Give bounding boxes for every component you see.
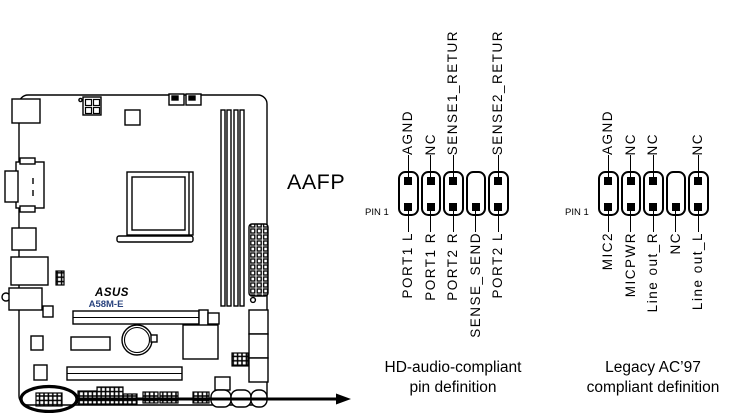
pin-label-bottom: MICPWR xyxy=(622,232,638,298)
pin-leader-bottom xyxy=(630,209,632,232)
power-connectors xyxy=(78,96,269,304)
ac97-pin-header: PIN 1 AGND MIC2 NC MICPWR NC Line xyxy=(565,110,709,312)
fan-headers xyxy=(168,93,202,106)
pin-label-bottom: PORT1 L xyxy=(400,232,416,299)
caption-line-1: Legacy AC’97 xyxy=(605,359,701,376)
pin-label-top: AGND xyxy=(600,109,616,155)
pin-bottom xyxy=(471,202,480,211)
pin-bottom xyxy=(626,202,635,211)
chipset xyxy=(182,324,219,360)
pin-bottom xyxy=(426,202,435,211)
pin-column: AGND MIC2 xyxy=(598,110,619,270)
pin-leader-bottom xyxy=(697,209,699,232)
pin-column: NC Line out_L xyxy=(688,133,709,310)
caption-line-1: HD-audio-compliant xyxy=(384,359,522,376)
pin-label-top: NC xyxy=(622,132,638,156)
pin-column-keyed: SENSE_SEND xyxy=(465,171,486,338)
cpu-socket xyxy=(116,171,194,243)
pin-label-bottom: PORT2 R xyxy=(445,232,461,301)
pin-top xyxy=(494,176,503,185)
pin-column-keyed: NC xyxy=(665,171,686,255)
pin-top xyxy=(626,176,635,185)
pin-label-top: SENSE1_RETUR xyxy=(445,29,461,155)
pin-leader-top xyxy=(630,155,632,178)
hd-audio-caption: HD-audio-compliant pin definition xyxy=(341,358,565,398)
jumper-block xyxy=(124,109,141,126)
caption-line-2: compliant definition xyxy=(586,379,720,396)
pin-leader-top xyxy=(430,155,432,178)
caption-line-2: pin definition xyxy=(409,379,497,396)
hd-audio-pin-header: PIN 1 AGND PORT1 L NC PORT1 R SENSE1_RE xyxy=(365,30,509,338)
pin-leader-top xyxy=(497,155,499,178)
pin-label-bottom: PORT2 L xyxy=(490,232,506,299)
expansion-slots xyxy=(66,309,220,381)
pin-bottom xyxy=(694,202,703,211)
pin-bottom xyxy=(404,202,413,211)
pin-leader-bottom xyxy=(652,209,654,232)
pin-leader-bottom xyxy=(675,209,677,232)
pin-label-top: NC xyxy=(690,132,706,156)
board-model-label: A58M-E xyxy=(89,299,124,310)
pin1-label: PIN 1 xyxy=(365,207,389,218)
pin-leader-bottom xyxy=(430,209,432,232)
right-edge-connectors xyxy=(231,309,269,383)
pin-bottom xyxy=(449,202,458,211)
pin-bottom xyxy=(604,202,613,211)
com-header xyxy=(55,270,65,286)
pin-label-top: SENSE2_RETUR xyxy=(490,29,506,155)
pin-top xyxy=(404,176,413,185)
pin-label-bottom: Line out_R xyxy=(645,232,661,313)
pin1-label: PIN 1 xyxy=(565,207,589,218)
pin-top xyxy=(694,176,703,185)
pin-leader-bottom xyxy=(607,209,609,232)
pin-column: NC PORT1 R xyxy=(420,133,441,301)
pin-leader-top xyxy=(407,155,409,178)
pin-column: NC Line out_R xyxy=(643,133,664,312)
pin-bottom xyxy=(671,202,680,211)
pin-leader-bottom xyxy=(475,209,477,232)
pin-leader-top xyxy=(452,155,454,178)
pin-column: SENSE1_RETUR PORT2 R xyxy=(443,30,464,301)
pin-label-bottom: SENSE_SEND xyxy=(467,232,483,338)
pin-leader-top xyxy=(697,155,699,178)
pin-column: NC MICPWR xyxy=(620,133,641,297)
pin-label-bottom: Line out_L xyxy=(690,232,706,311)
cmos-battery xyxy=(121,324,158,356)
aafp-pointer-arrow xyxy=(77,393,351,405)
pin-label-bottom: MIC2 xyxy=(600,232,616,271)
pin-label-bottom: NC xyxy=(667,232,683,255)
pin-column: SENSE2_RETUR PORT2 L xyxy=(488,30,509,299)
pin-bottom xyxy=(649,202,658,211)
pin-leader-bottom xyxy=(452,209,454,232)
pin-label-top: NC xyxy=(422,132,438,156)
ac97-caption: Legacy AC’97 compliant definition xyxy=(541,358,738,398)
pin-leader-top xyxy=(652,155,654,178)
pin-column: AGND PORT1 L xyxy=(398,110,419,299)
pin-leader-bottom xyxy=(407,209,409,232)
pin-label-top: NC xyxy=(645,132,661,156)
onboard-components xyxy=(30,305,231,391)
board-brand-logo: ASUS xyxy=(94,287,129,299)
pin-top xyxy=(604,176,613,185)
pin-label-top: AGND xyxy=(400,109,416,155)
rear-io-ports xyxy=(1,98,49,311)
pin-leader-top xyxy=(607,155,609,178)
pin-top xyxy=(449,176,458,185)
connector-name-label: AAFP xyxy=(287,170,346,194)
aafp-header xyxy=(35,392,63,407)
pin-top xyxy=(426,176,435,185)
ram-slots xyxy=(220,109,245,307)
pin-leader-bottom xyxy=(497,209,499,232)
pin-label-bottom: PORT1 R xyxy=(422,232,438,301)
pin-bottom xyxy=(494,202,503,211)
motherboard-diagram: ASUS A58M-E xyxy=(1,93,351,413)
pin-top xyxy=(649,176,658,185)
